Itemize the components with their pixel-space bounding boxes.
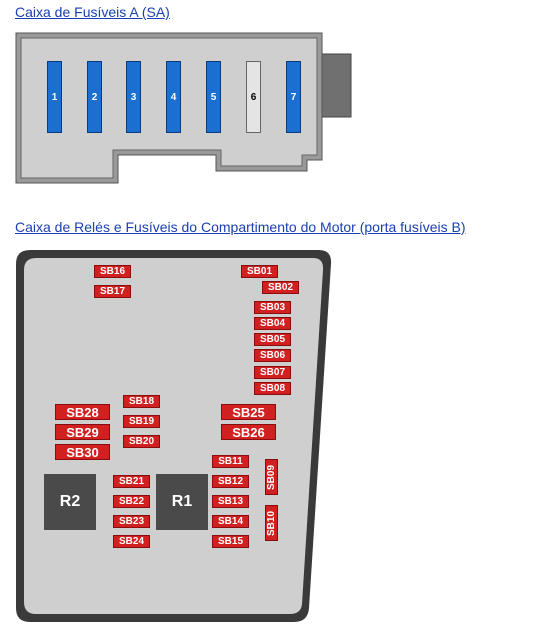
- fuse-sb20[interactable]: SB20: [123, 435, 160, 448]
- fuse-sb19[interactable]: SB19: [123, 415, 160, 428]
- fuse-sb21[interactable]: SB21: [113, 475, 150, 488]
- fuse-sb24[interactable]: SB24: [113, 535, 150, 548]
- fuse-sb29[interactable]: SB29: [55, 424, 110, 440]
- fuse-sb10[interactable]: SB10: [265, 505, 278, 541]
- fuse-sb13[interactable]: SB13: [212, 495, 249, 508]
- fuse-sb10-label: SB10: [266, 510, 278, 536]
- fuse-a-1[interactable]: 1: [47, 61, 62, 133]
- fuse-sb14[interactable]: SB14: [212, 515, 249, 528]
- fuse-sb03[interactable]: SB03: [254, 301, 291, 314]
- fuse-sb06[interactable]: SB06: [254, 349, 291, 362]
- fuse-sb09[interactable]: SB09: [265, 459, 278, 495]
- relay-r2[interactable]: R2: [44, 474, 96, 530]
- fuse-a-6-label: 6: [250, 91, 257, 103]
- fuse-a-3-label: 3: [130, 91, 137, 103]
- fuse-sb01[interactable]: SB01: [241, 265, 278, 278]
- fuse-a-7-label: 7: [290, 91, 297, 103]
- fuse-sb11[interactable]: SB11: [212, 455, 249, 468]
- fuse-a-7[interactable]: 7: [286, 61, 301, 133]
- fuse-sb15[interactable]: SB15: [212, 535, 249, 548]
- fuse-a-5-label: 5: [210, 91, 217, 103]
- fuse-sb26[interactable]: SB26: [221, 424, 276, 440]
- fuse-sb23[interactable]: SB23: [113, 515, 150, 528]
- fuse-sb07[interactable]: SB07: [254, 366, 291, 379]
- fuse-a-4[interactable]: 4: [166, 61, 181, 133]
- fuse-sb22[interactable]: SB22: [113, 495, 150, 508]
- box-a-link[interactable]: Caixa de Fusíveis A (SA): [15, 4, 170, 20]
- fuse-sb12[interactable]: SB12: [212, 475, 249, 488]
- fuse-a-3[interactable]: 3: [126, 61, 141, 133]
- fuse-sb17[interactable]: SB17: [94, 285, 131, 298]
- fuse-sb02[interactable]: SB02: [262, 281, 299, 294]
- fuse-sb08[interactable]: SB08: [254, 382, 291, 395]
- fuse-sb30[interactable]: SB30: [55, 444, 110, 460]
- fuse-sb18[interactable]: SB18: [123, 395, 160, 408]
- fuse-sb28[interactable]: SB28: [55, 404, 110, 420]
- fuse-sb04[interactable]: SB04: [254, 317, 291, 330]
- fuse-sb25[interactable]: SB25: [221, 404, 276, 420]
- fuse-a-1-label: 1: [51, 91, 58, 103]
- fuse-a-6[interactable]: 6: [246, 61, 261, 133]
- relay-r1[interactable]: R1: [156, 474, 208, 530]
- fuse-sb16[interactable]: SB16: [94, 265, 131, 278]
- fuse-a-4-label: 4: [170, 91, 177, 103]
- fuse-a-2[interactable]: 2: [87, 61, 102, 133]
- fuse-a-5[interactable]: 5: [206, 61, 221, 133]
- fuse-a-2-label: 2: [91, 91, 98, 103]
- fuse-sb05[interactable]: SB05: [254, 333, 291, 346]
- fuse-sb09-label: SB09: [266, 464, 278, 490]
- box-b-link[interactable]: Caixa de Relés e Fusíveis do Compartimen…: [15, 219, 466, 235]
